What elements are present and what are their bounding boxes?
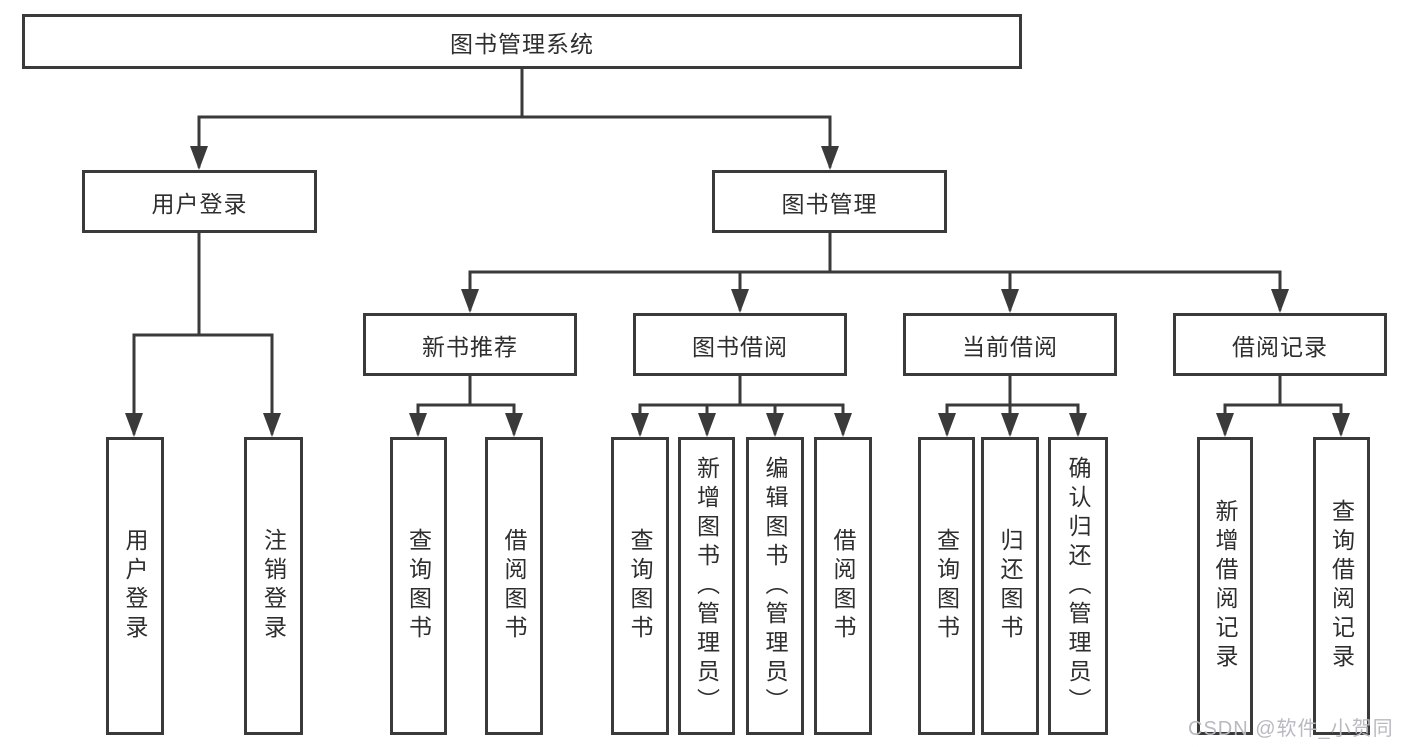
leaf-add-book-admin: 新增图书（管理员） — [678, 437, 735, 735]
leaf-confirm-return-admin: 确认归还（管理员） — [1048, 437, 1108, 735]
node-book-borrow: 图书借阅 — [633, 313, 847, 376]
node-library-system: 图书管理系统 — [22, 14, 1022, 69]
csdn-watermark: CSDN @软件_小贺同学 — [1188, 718, 1394, 740]
leaf-edit-book-admin: 编辑图书（管理员） — [746, 437, 804, 735]
leaf-borrow-books-2: 借阅图书 — [814, 437, 872, 735]
node-borrow-records: 借阅记录 — [1173, 313, 1387, 376]
leaf-return-book: 归还图书 — [981, 437, 1039, 735]
node-new-book-recommend: 新书推荐 — [363, 313, 577, 376]
leaf-logout: 注销登录 — [244, 437, 303, 735]
leaf-query-books-1: 查询图书 — [390, 437, 447, 735]
node-current-borrow: 当前借阅 — [903, 313, 1117, 376]
leaf-user-login: 用户登录 — [106, 437, 164, 735]
leaf-query-borrow-record: 查询借阅记录 — [1313, 437, 1370, 735]
leaf-add-borrow-record: 新增借阅记录 — [1197, 437, 1253, 735]
node-user-login: 用户登录 — [82, 170, 317, 233]
node-book-management: 图书管理 — [712, 170, 947, 233]
leaf-borrow-books-1: 借阅图书 — [485, 437, 543, 735]
leaf-query-books-2: 查询图书 — [611, 437, 669, 735]
leaf-query-books-3: 查询图书 — [918, 437, 975, 735]
